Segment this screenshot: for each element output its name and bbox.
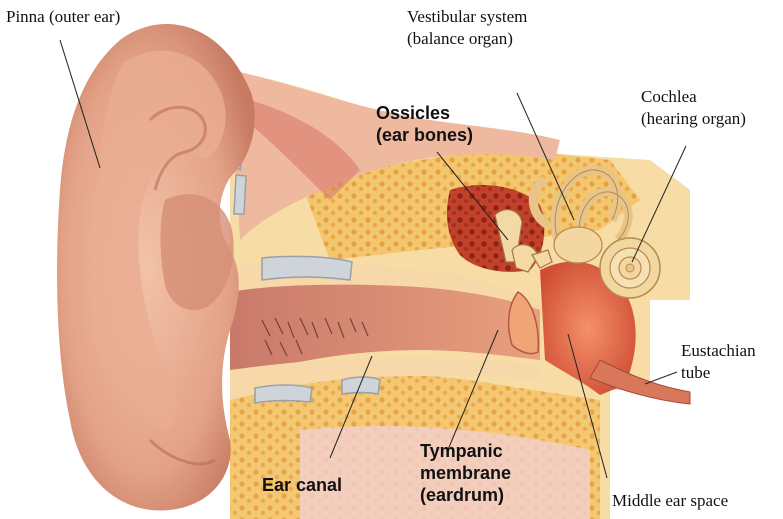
pinna-antihelix [148, 105, 207, 191]
label-eustachian-line2: tube [681, 363, 711, 382]
pinna-helix-fold [95, 50, 226, 430]
vestibular-system-outline [554, 169, 629, 241]
label-vestibular-line1: Vestibular system [407, 7, 528, 26]
vestibule [553, 226, 603, 264]
leader-cochlea [631, 145, 687, 263]
label-vestibular-line2: (balance organ) [407, 29, 513, 48]
label-tympanic-line2: membrane [420, 463, 512, 483]
label-eustachian-line1: Eustachian [681, 341, 756, 360]
canal-lower-wall [230, 357, 540, 400]
cartilage-strip-mid [233, 174, 247, 215]
head-skin-top [230, 70, 560, 240]
label-middle-ear-space: Middle ear space [612, 490, 728, 512]
leader-pinna [59, 39, 101, 169]
label-ear-canal: Ear canal [262, 474, 342, 496]
deep-lower-tissue [300, 426, 590, 519]
label-pinna: Pinna (outer ear) [6, 6, 120, 28]
canal-hair [261, 317, 369, 357]
leader-tympanic [446, 329, 499, 453]
label-cochlea-line1: Cochlea [641, 87, 697, 106]
label-ossicles-line1: Ossicles [376, 103, 451, 123]
label-vestibular-system: Vestibular system (balance organ) [407, 6, 527, 50]
leader-lines [59, 39, 687, 479]
ear-canal-shape [230, 276, 540, 380]
leader-vestibular [516, 92, 575, 221]
label-cochlea-line2: (hearing organ) [641, 109, 746, 128]
label-ossicles-line2: (ear bones) [376, 125, 474, 145]
middle-ear-cavity [540, 261, 636, 395]
label-pinna-text: Pinna (outer ear) [6, 7, 121, 26]
label-cochlea: Cochlea (hearing organ) [641, 86, 746, 130]
label-tympanic-membrane: Tympanic membrane (eardrum) [420, 440, 511, 506]
cochlea-shape [599, 237, 661, 299]
label-eustachian-tube: Eustachian tube [681, 340, 756, 384]
leader-ossicles [436, 151, 509, 241]
pinna-concha [160, 194, 234, 311]
label-middle-ear-text: Middle ear space [612, 491, 729, 510]
leader-eustachian [644, 371, 678, 385]
leader-ear-canal [329, 355, 373, 459]
label-ossicles: Ossicles (ear bones) [376, 102, 473, 146]
label-tympanic-line3: (eardrum) [420, 485, 505, 505]
head-skin-inner [245, 100, 360, 200]
eustachian-tube-shape [589, 359, 691, 405]
cartilage-plate-upper [261, 255, 353, 281]
label-ear-canal-text: Ear canal [262, 475, 343, 495]
cartilage-plate-lower-1 [254, 384, 313, 404]
tympanic-membrane-shape [507, 291, 540, 355]
label-tympanic-line1: Tympanic [420, 441, 503, 461]
ossicles-shape [494, 209, 553, 273]
leader-middle-ear [567, 333, 608, 479]
cartilage-plate-lower-2 [341, 376, 381, 395]
pinna-lobe-shadow [148, 438, 216, 466]
